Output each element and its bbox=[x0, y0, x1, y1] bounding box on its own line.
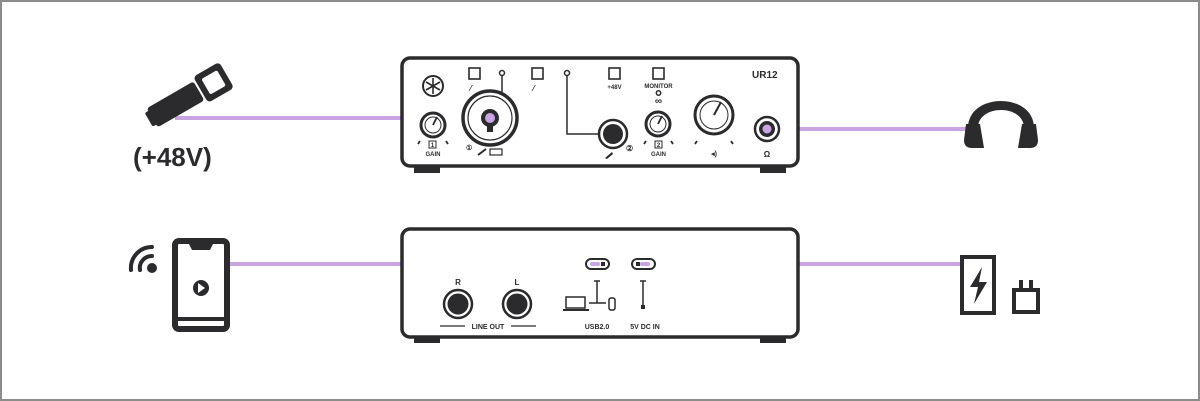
svg-text:2: 2 bbox=[657, 143, 661, 149]
plug-small-icon bbox=[641, 305, 645, 309]
infinity-icon: ∞ bbox=[655, 96, 662, 107]
svg-text:R: R bbox=[455, 278, 461, 287]
gain-knob-1: 1 GAIN bbox=[417, 111, 449, 158]
monitor-switch bbox=[652, 67, 665, 80]
phone-small-icon bbox=[608, 297, 616, 311]
guitar-icon bbox=[605, 152, 613, 159]
front-panel: ⁄ ⁄ +48V MONITOR ∞ UR12 1 GAIN bbox=[400, 56, 800, 173]
rear-panel: R L LINE OUT USB2.0 bbox=[400, 227, 800, 343]
phantom-power-switch bbox=[608, 67, 621, 80]
monitor-label: MONITOR bbox=[644, 84, 673, 90]
led-indicator bbox=[563, 69, 571, 77]
gain-knob-2: 2 GAIN bbox=[643, 110, 674, 158]
yamaha-logo-icon bbox=[422, 75, 444, 97]
power-bank-icon bbox=[960, 255, 996, 315]
plus48v-label: +48V bbox=[607, 85, 621, 91]
mic-small-icon bbox=[477, 148, 487, 156]
led-indicator bbox=[498, 69, 506, 77]
dc-in-label: 5V DC IN bbox=[630, 324, 660, 331]
front-foot-right bbox=[760, 164, 786, 173]
line-out-label: LINE OUT bbox=[472, 324, 505, 331]
hi-z-input-2: ② bbox=[597, 118, 633, 159]
wireless-icon bbox=[128, 244, 157, 273]
headphones-icon bbox=[964, 101, 1038, 148]
microphone-icon bbox=[145, 63, 233, 127]
gain-label-1: GAIN bbox=[426, 152, 441, 158]
line-out-r-jack: R bbox=[442, 278, 474, 320]
channel-1-label: ① bbox=[466, 144, 472, 152]
usb-label: USB2.0 bbox=[585, 324, 610, 331]
pad-switch-1 bbox=[468, 67, 481, 80]
dc-in-port: 5V DC IN bbox=[630, 258, 660, 331]
usb-power-adapter-icon bbox=[1012, 280, 1040, 314]
svg-text:1: 1 bbox=[431, 143, 435, 149]
pad-icon: ⁄ bbox=[531, 84, 536, 93]
pad-switch-2 bbox=[531, 67, 544, 80]
headphone-jack: Ω bbox=[753, 115, 781, 159]
svg-text:L: L bbox=[515, 278, 520, 287]
pad-icon: ⁄ bbox=[468, 84, 473, 93]
output-level-knob: ◂) bbox=[693, 94, 735, 158]
laptop-icon bbox=[563, 296, 589, 311]
combo-input-1: ① bbox=[461, 89, 519, 156]
smartphone-icon bbox=[172, 238, 230, 332]
front-foot-left bbox=[414, 164, 440, 173]
line-input-icon bbox=[489, 148, 503, 156]
phantom-power-label: (+48V) bbox=[133, 142, 212, 172]
speaker-icon: ◂) bbox=[710, 151, 717, 158]
model-label: UR12 bbox=[752, 70, 778, 81]
gain-label-2: GAIN bbox=[651, 152, 666, 158]
headphone-symbol-icon: Ω bbox=[764, 150, 771, 159]
line-out-l-jack: L bbox=[501, 278, 533, 320]
usb-port: USB2.0 bbox=[563, 258, 616, 331]
channel-2-label: ② bbox=[626, 144, 633, 153]
